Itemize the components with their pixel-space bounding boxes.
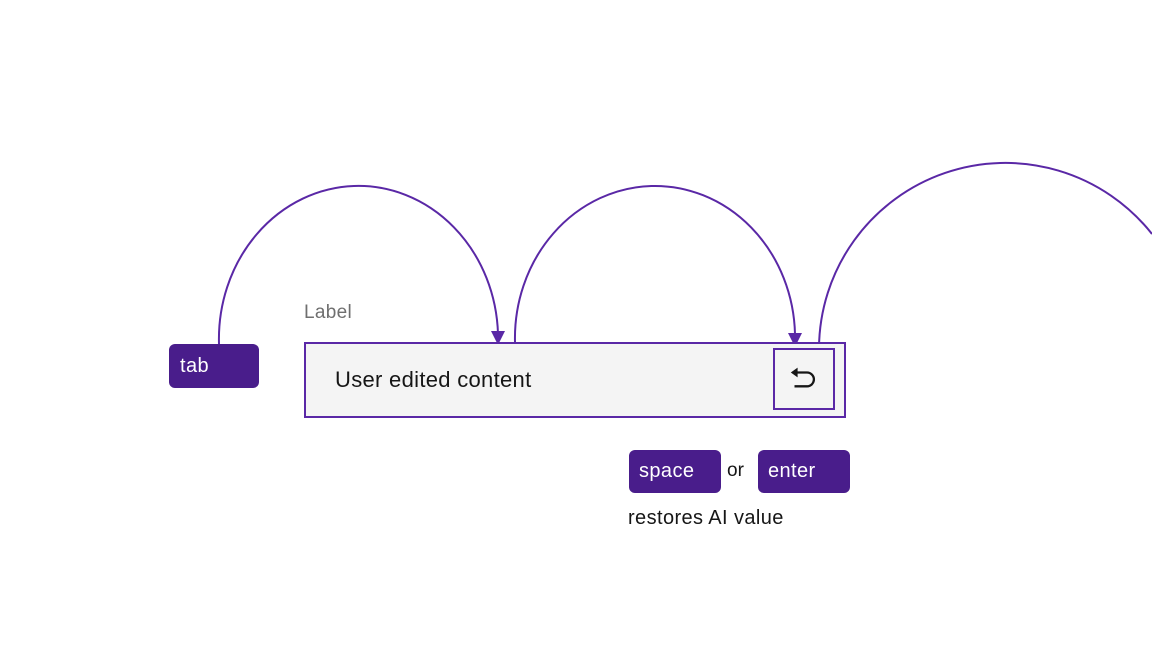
key-badge-tab-label: tab	[180, 354, 210, 377]
key-badge-enter: enter	[758, 450, 850, 493]
key-badge-enter-label: enter	[768, 460, 816, 482]
flow-arc-tab-to-input	[217, 184, 499, 345]
key-badge-space-label: space	[639, 460, 695, 482]
key-badge-tab: tab	[169, 344, 259, 388]
field-label: Label	[304, 302, 352, 323]
key-badge-space: space	[629, 450, 721, 493]
caption-text: restores AI value	[628, 507, 784, 529]
flow-arc-revert-to-next	[818, 161, 1152, 349]
text-input[interactable]: User edited content	[304, 342, 846, 418]
flow-arc-input-to-revert	[513, 184, 796, 343]
revert-button[interactable]	[773, 348, 835, 410]
undo-icon	[790, 367, 816, 388]
text-input-value: User edited content	[335, 367, 532, 392]
or-text: or	[727, 460, 744, 481]
